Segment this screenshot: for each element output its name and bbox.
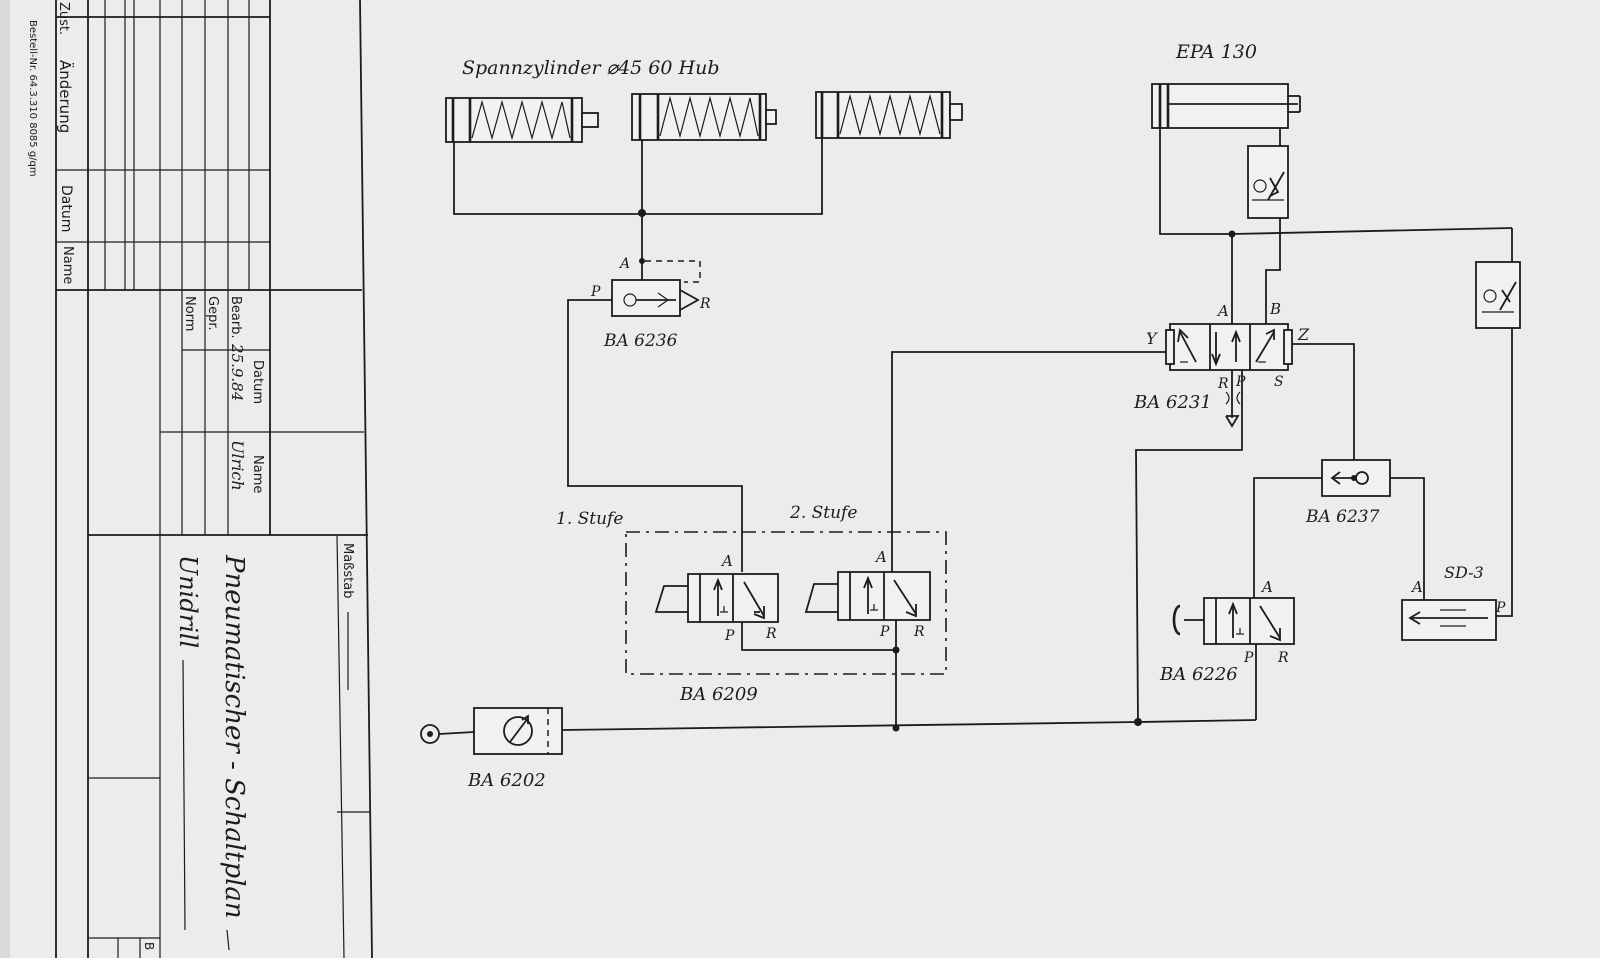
port-a: A xyxy=(1216,302,1229,320)
valve-ba-6226: A P R BA 6226 xyxy=(1159,578,1295,685)
epa-label: EPA 130 xyxy=(1175,41,1257,63)
head-name: Name xyxy=(250,455,265,493)
stage-2-label: 2. Stufe xyxy=(789,503,857,523)
s2-port-r: R xyxy=(913,624,925,640)
label-sd-3: SD-3 xyxy=(1444,563,1484,582)
unit-ba-6202: BA 6202 xyxy=(420,707,563,791)
label-bearb: Bearb. xyxy=(228,296,243,339)
valve-ba-6236: A P R BA 6236 xyxy=(590,256,711,351)
s1-port-p: P xyxy=(724,628,735,644)
valve-ba-6231: Y Z A B R P S BA 6231 xyxy=(1133,300,1310,428)
port-a: A xyxy=(1410,578,1423,596)
port-a: A xyxy=(1260,578,1273,596)
s2-port-p: P xyxy=(879,624,890,640)
label-ba-6226: BA 6226 xyxy=(1159,664,1238,685)
valve-sd-3: SD-3 A P xyxy=(1401,563,1506,641)
valve-ba-6209: 1. Stufe 2. Stufe A P R xyxy=(556,503,947,705)
bearb-name: Ulrich xyxy=(228,440,247,491)
port-r: R xyxy=(699,296,711,312)
col-datum: Datum xyxy=(58,185,74,232)
stage-1-label: 1. Stufe xyxy=(556,509,623,529)
s1-port-a: A xyxy=(720,552,733,570)
port-s: S xyxy=(1274,374,1284,390)
throttle-check-right xyxy=(1475,261,1521,329)
paper-left-edge xyxy=(0,0,10,958)
label-ba-6202: BA 6202 xyxy=(467,770,546,791)
clamp-cylinder-2 xyxy=(631,93,777,141)
label-ba-6209: BA 6209 xyxy=(679,684,758,705)
port-p: P xyxy=(1243,650,1254,666)
port-r: R xyxy=(1217,376,1229,392)
label-ba-6237: BA 6237 xyxy=(1305,507,1380,527)
order-number: Bestell-Nr. 64.3.310 8085 g/qm xyxy=(27,20,38,177)
port-r: R xyxy=(1277,650,1289,666)
bearb-date: 25.9.84 xyxy=(228,343,246,401)
clamp-cylinder-3 xyxy=(815,91,963,139)
clamp-cylinder-1 xyxy=(445,97,599,143)
port-p: P xyxy=(590,284,601,300)
col-anderung: Änderung xyxy=(56,60,75,133)
port-p: P xyxy=(1235,374,1246,390)
massstab-label: Maßstab xyxy=(340,543,355,598)
s2-port-a: A xyxy=(874,548,887,566)
drawing-title: Pneumatischer - Schaltplan xyxy=(219,554,249,919)
actuator-epa-130: EPA 130 xyxy=(1151,41,1301,328)
port-y: Y xyxy=(1146,329,1158,348)
title-block: Bestell-Nr. 64.3.310 8085 g/qm Zust. Änd… xyxy=(27,0,373,958)
valve-ba-6237: BA 6237 xyxy=(1253,459,1425,602)
label-ba-6231: BA 6231 xyxy=(1133,392,1212,413)
port-a: A xyxy=(618,256,630,272)
port-p: P xyxy=(1495,600,1506,616)
head-datum: Datum xyxy=(250,360,265,404)
s1-port-r: R xyxy=(765,626,777,642)
corner-letter: B xyxy=(142,942,156,950)
drawing-name: Unidrill xyxy=(174,555,202,648)
schematic: Spannzylinder ⌀45 60 Hub xyxy=(420,41,1521,791)
port-b: B xyxy=(1269,300,1281,318)
port-z: Z xyxy=(1297,325,1310,344)
cylinder-title: Spannzylinder ⌀45 60 Hub xyxy=(462,57,719,79)
label-norm: Norm xyxy=(182,296,197,331)
col-name: Name xyxy=(60,246,75,284)
col-zust: Zust. xyxy=(56,2,71,35)
label-ba-6236: BA 6236 xyxy=(603,331,678,351)
label-gepr: Gepr. xyxy=(205,296,220,331)
